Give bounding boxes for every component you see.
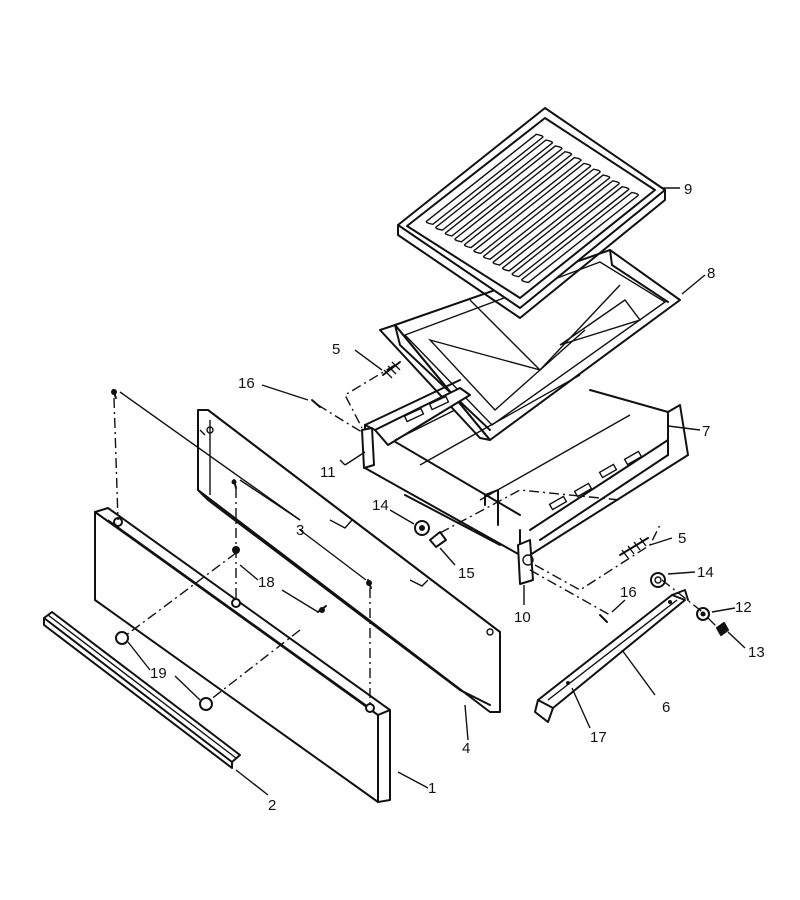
inner-door-panel <box>197 409 501 713</box>
callout-3: 3 <box>296 522 304 539</box>
callout-14-right: 14 <box>697 564 714 581</box>
callout-16-right: 16 <box>620 584 637 601</box>
handle-spacer-right <box>199 697 213 711</box>
nut-left <box>414 520 430 536</box>
grid-slot <box>521 191 640 284</box>
grid-slot <box>425 133 544 226</box>
pin <box>429 531 447 548</box>
outer-door-panel <box>94 507 391 803</box>
callout-6: 6 <box>662 699 670 716</box>
callout-4: 4 <box>462 740 470 757</box>
callout-7: 7 <box>702 423 710 440</box>
grid-slot <box>473 162 592 255</box>
callout-9: 9 <box>684 181 692 198</box>
callout-14-left: 14 <box>372 497 389 514</box>
washer <box>716 622 729 636</box>
callout-12: 12 <box>735 599 752 616</box>
callout-18: 18 <box>258 574 275 591</box>
screw-right <box>599 614 608 623</box>
callout-5-right: 5 <box>678 530 686 547</box>
grid-slot <box>501 180 620 272</box>
grid-slot <box>463 156 582 249</box>
spring-left <box>382 361 401 379</box>
grid-slot <box>482 168 601 260</box>
slide-rail <box>534 589 689 723</box>
callout-15: 15 <box>458 565 475 582</box>
grid-slot <box>454 150 573 243</box>
grid-slot <box>511 185 630 278</box>
grid-slot <box>444 145 563 237</box>
bracket-left <box>361 427 375 469</box>
callout-17: 17 <box>590 729 607 746</box>
callout-13: 13 <box>748 644 765 661</box>
spring-right <box>619 537 649 559</box>
callout-5-left: 5 <box>332 341 340 358</box>
callout-19: 19 <box>150 665 167 682</box>
handle-spacer-left <box>115 631 129 645</box>
grid-slot <box>492 174 611 266</box>
nut-right <box>650 572 666 588</box>
bolt <box>696 607 710 621</box>
bracket-right <box>517 539 534 585</box>
callout-16-left: 16 <box>238 375 255 392</box>
callout-1: 1 <box>428 780 436 797</box>
callout-11: 11 <box>320 464 336 481</box>
leader-lines <box>119 187 746 796</box>
broiler-grid <box>397 107 666 319</box>
callout-2: 2 <box>268 797 276 814</box>
grid-slot <box>435 139 554 231</box>
door-handle <box>43 611 241 769</box>
alignment-lines <box>113 364 721 705</box>
frame-slots <box>403 395 643 511</box>
callout-10: 10 <box>514 609 531 626</box>
callout-labels: 1 2 3 4 5 5 6 7 8 9 10 11 12 13 14 14 15… <box>150 181 765 814</box>
callout-8: 8 <box>707 265 715 282</box>
